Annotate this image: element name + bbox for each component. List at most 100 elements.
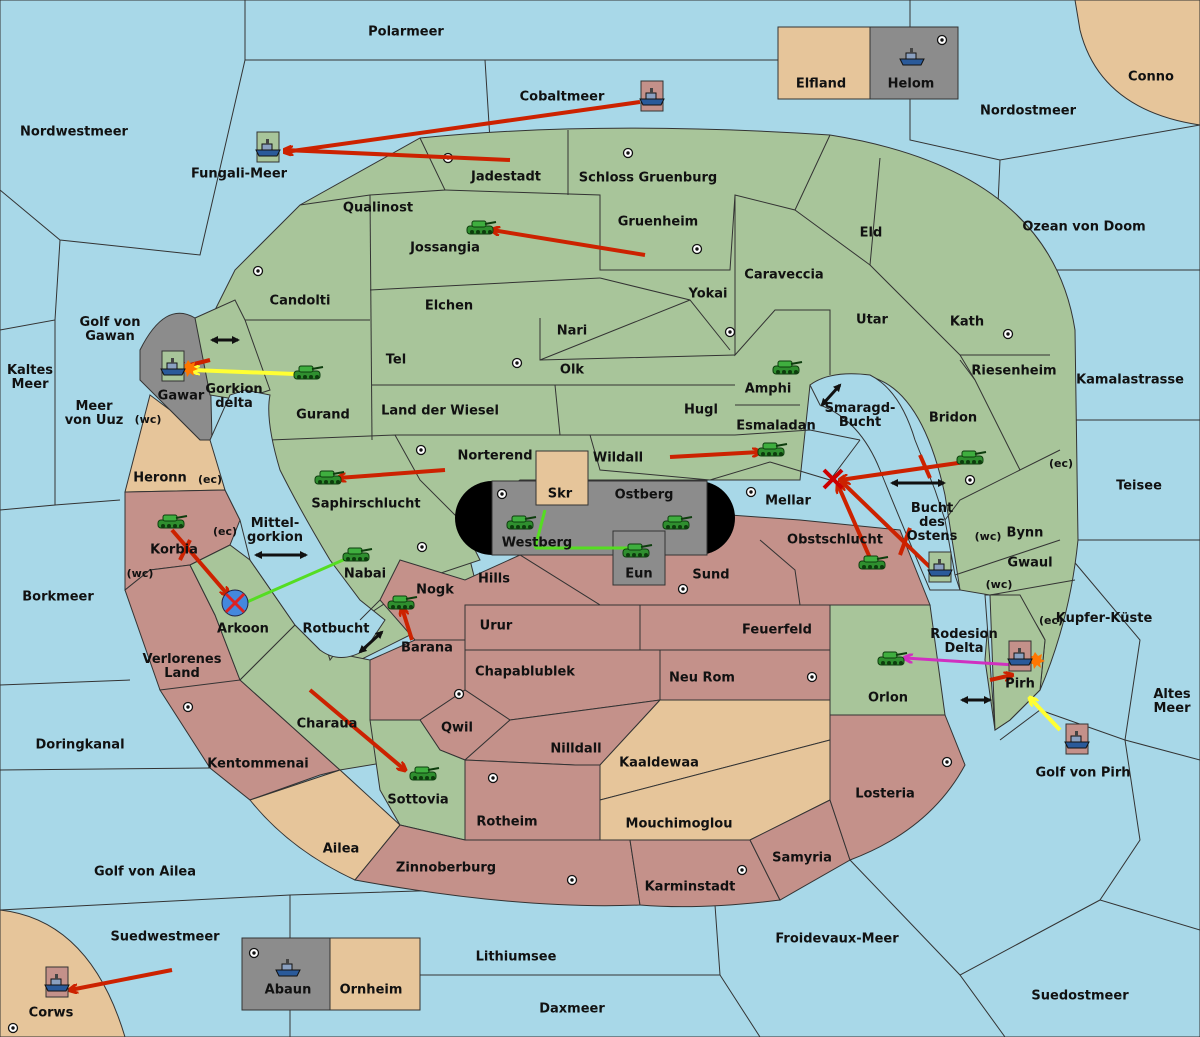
label-losteria: Losteria — [855, 787, 915, 802]
label-orlon: Orlon — [868, 691, 908, 706]
supply-center-icon — [936, 34, 948, 46]
support-arrow — [192, 370, 296, 376]
move-arrow — [402, 608, 414, 641]
sea-border — [484, 59, 491, 141]
label-schloss-gruenburg: Schloss Gruenburg — [579, 171, 717, 186]
support-arrow — [905, 658, 1016, 667]
label-qwil: Qwil — [441, 721, 473, 736]
label-jadestadt: Jadestadt — [470, 170, 541, 185]
label-bynn: Bynn — [1007, 526, 1044, 541]
label-korbia: Korbia — [150, 543, 198, 558]
label-kupfer-kueste: Kupfer-Küste — [1056, 611, 1153, 626]
province-labels: Elfland Helom Jadestadt Schloss Gruenbur… — [29, 77, 1057, 1021]
label-norterend: Norterend — [457, 449, 532, 464]
move-arrow — [308, 688, 405, 770]
supply-center-icon — [416, 541, 428, 553]
move-arrow — [285, 100, 641, 152]
label-nabai: Nabai — [344, 567, 386, 582]
label-pirh: Pirh — [1005, 677, 1035, 692]
label-neu-rom: Neu Rom — [669, 671, 735, 686]
destroyed-unit-mark — [221, 589, 249, 617]
province-conno — [1074, 0, 1200, 126]
sea-border — [999, 709, 1041, 741]
supply-center-icon — [496, 488, 508, 500]
province-losteria — [829, 714, 966, 861]
label-lithiumsee: Lithiumsee — [476, 950, 557, 965]
label-teisee: Teisee — [1116, 479, 1162, 494]
move-arrow — [989, 675, 1012, 682]
label-candolti: Candolti — [270, 294, 331, 309]
label-gurand: Gurand — [296, 408, 350, 423]
label-corws: Corws — [29, 1006, 74, 1021]
province-skr — [535, 450, 589, 506]
label-rotbucht: Rotbucht — [303, 622, 370, 637]
sea-mittelgorkion — [209, 389, 386, 658]
label-qualinost: Qualinost — [343, 201, 413, 216]
label-obstschlucht: Obstschlucht — [787, 533, 883, 548]
label-heronn: Heronn — [133, 471, 187, 486]
dislodge-x-mark — [822, 468, 844, 490]
label-ozean-von-doom: Ozean von Doom — [1022, 220, 1145, 235]
label-froidevaux-meer: Froidevaux-Meer — [775, 932, 899, 947]
sea-border — [1059, 544, 1200, 761]
supply-center-icon — [487, 772, 499, 784]
label-ostberg: Ostberg — [615, 488, 674, 503]
province-gorkion-delta-land — [194, 299, 271, 401]
supply-center-icon — [415, 444, 427, 456]
label-land-der-wiesel: Land der Wiesel — [381, 404, 499, 419]
support-line — [533, 509, 547, 549]
province-borders — [245, 130, 1076, 621]
label-abaun: Abaun — [265, 983, 312, 998]
support-line — [239, 555, 351, 607]
supply-center-icon — [566, 874, 578, 886]
label-borkmeer: Borkmeer — [22, 590, 94, 605]
supply-center-icon — [677, 583, 689, 595]
label-ornheim: Ornheim — [340, 983, 403, 998]
label-sund: Sund — [692, 568, 729, 583]
label-samyria: Samyria — [772, 851, 832, 866]
label-urur: Urur — [480, 619, 513, 634]
label-tel: Tel — [386, 353, 406, 368]
label-polarmeer: Polarmeer — [368, 25, 444, 40]
label-mouchimoglou: Mouchimoglou — [626, 817, 733, 832]
label-skr: Skr — [548, 487, 573, 502]
province-ornheim — [329, 937, 421, 1011]
sea-border — [0, 767, 211, 771]
label-rotheim: Rotheim — [476, 815, 537, 830]
sea-border — [849, 859, 961, 976]
explosion-icon — [1028, 652, 1045, 669]
support-arrow — [1030, 698, 1062, 732]
label-wildall: Wildall — [593, 451, 643, 466]
supply-center-icon — [736, 864, 748, 876]
label-bridon: Bridon — [929, 411, 977, 426]
sea-border — [54, 499, 121, 506]
supply-center-icon — [182, 701, 194, 713]
label-esmaladan: Esmaladan — [736, 419, 816, 434]
label-karminstadt: Karminstadt — [645, 880, 736, 895]
sea-labels: Polarmeer Cobaltmeer Nordwestmeer Fungal… — [7, 25, 1191, 1017]
label-gawar: Gawar — [158, 389, 205, 404]
supply-center-icon — [745, 486, 757, 498]
label-nordostmeer: Nordostmeer — [980, 104, 1077, 119]
coast-tag-ec: (ec) — [198, 473, 222, 486]
label-nordwestmeer: Nordwestmeer — [20, 125, 128, 140]
sea-border — [0, 59, 246, 256]
label-sottovia: Sottovia — [387, 793, 448, 808]
label-gwaul: Gwaul — [1007, 556, 1052, 571]
province-eun — [612, 530, 666, 586]
label-smaragd-bucht: Smaragd-Bucht — [825, 401, 896, 430]
label-golf-von-pirh: Golf von Pirh — [1035, 766, 1130, 781]
move-arrow — [492, 230, 646, 257]
label-doringkanal: Doringkanal — [35, 738, 124, 753]
label-amphi: Amphi — [745, 382, 792, 397]
label-cobaltmeer: Cobaltmeer — [520, 90, 605, 105]
